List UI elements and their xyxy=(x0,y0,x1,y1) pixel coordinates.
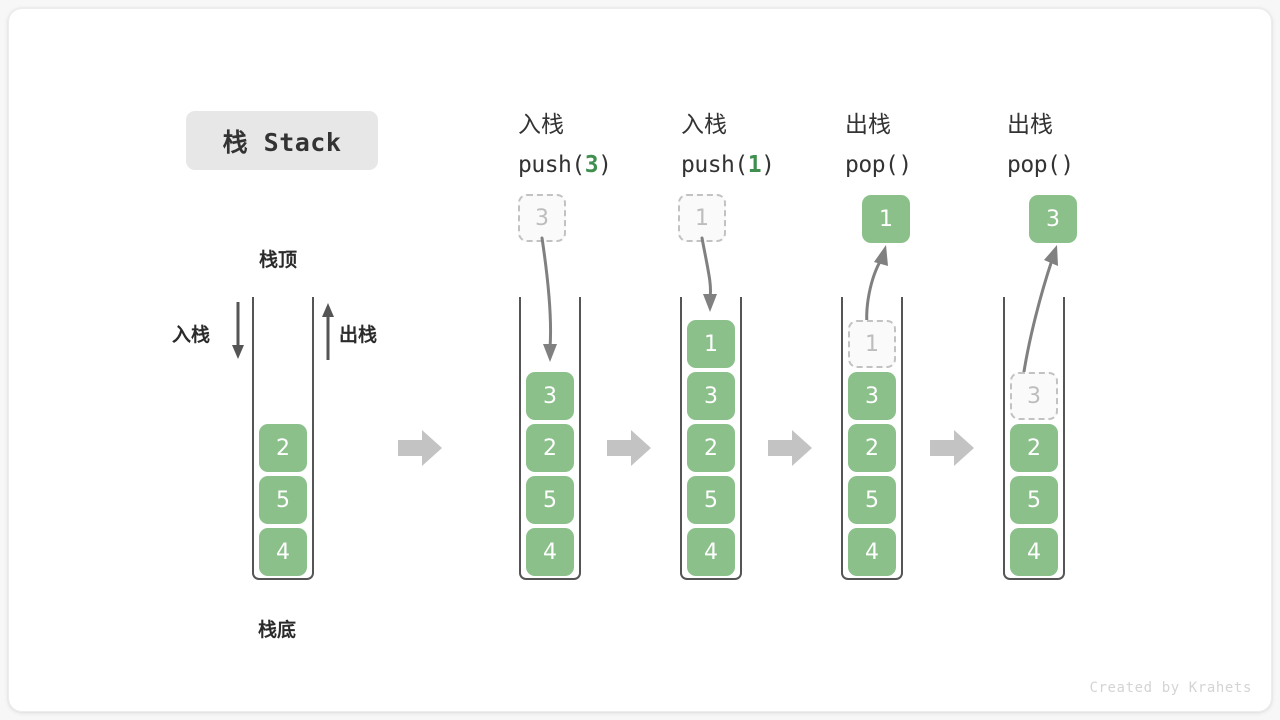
stack-item: 5 xyxy=(526,476,574,524)
stack-item-ghost: 3 xyxy=(1010,372,1058,420)
arrow-right-icon xyxy=(768,430,812,466)
stack-item: 5 xyxy=(1010,476,1058,524)
column-header-arg: 3 xyxy=(584,152,599,178)
column-header-push-3: 入栈 push(3) xyxy=(518,105,698,185)
push-connector-arrow-icon xyxy=(700,236,717,312)
column-header-pop-1: 出栈 pop() xyxy=(845,105,1025,185)
column-header-fn: pop() xyxy=(1007,152,1074,178)
stack-item: 2 xyxy=(1010,424,1058,472)
stack-item: 4 xyxy=(259,528,307,576)
stack-container-push-3 xyxy=(519,297,581,580)
stack-item: 2 xyxy=(848,424,896,472)
arrow-right-icon xyxy=(930,430,974,466)
stack-item: 4 xyxy=(687,528,735,576)
push-direction-arrow-icon xyxy=(232,302,244,359)
pop-direction-arrow-icon xyxy=(322,303,334,360)
stack-container-pop-3 xyxy=(1003,297,1065,580)
pop-connector-arrow-icon xyxy=(1020,245,1058,387)
stack-item: 3 xyxy=(526,372,574,420)
column-header-fn: push(3) xyxy=(518,152,612,178)
stack-bottom-label: 栈底 xyxy=(258,619,297,641)
stack-container-reference xyxy=(252,297,314,580)
stack-item: 5 xyxy=(259,476,307,524)
outgoing-element: 3 xyxy=(1029,195,1077,243)
stack-item: 5 xyxy=(687,476,735,524)
stack-item: 2 xyxy=(259,424,307,472)
arrow-right-icon xyxy=(398,430,442,466)
column-header-fn: push(1) xyxy=(681,152,775,178)
stack-container-pop-1 xyxy=(841,297,903,580)
stack-item: 5 xyxy=(848,476,896,524)
pop-direction-label: 出栈 xyxy=(339,324,378,346)
push-direction-label: 入栈 xyxy=(172,324,211,346)
stack-item: 1 xyxy=(687,320,735,368)
stack-container-push-1 xyxy=(680,297,742,580)
stack-item: 3 xyxy=(687,372,735,420)
column-header-arg: 1 xyxy=(747,152,762,178)
stack-item-ghost: 1 xyxy=(848,320,896,368)
stack-item: 3 xyxy=(848,372,896,420)
column-header-cn: 出栈 xyxy=(1007,112,1053,138)
stack-item: 4 xyxy=(1010,528,1058,576)
stack-item: 4 xyxy=(848,528,896,576)
credit-text: Created by Krahets xyxy=(1089,680,1252,696)
outgoing-element: 1 xyxy=(862,195,910,243)
stack-item: 2 xyxy=(687,424,735,472)
column-header-cn: 入栈 xyxy=(681,112,727,138)
column-header-fn: pop() xyxy=(845,152,912,178)
column-header-cn: 出栈 xyxy=(845,112,891,138)
column-header-cn: 入栈 xyxy=(518,112,564,138)
column-header-push-1: 入栈 push(1) xyxy=(681,105,861,185)
column-header-pop-3: 出栈 pop() xyxy=(1007,105,1187,185)
arrow-right-icon xyxy=(607,430,651,466)
stack-item: 2 xyxy=(526,424,574,472)
stack-item: 4 xyxy=(526,528,574,576)
stack-top-label: 栈顶 xyxy=(259,249,298,271)
push-connector-arrow-icon xyxy=(540,236,557,362)
page-title: 栈 Stack xyxy=(186,111,378,170)
